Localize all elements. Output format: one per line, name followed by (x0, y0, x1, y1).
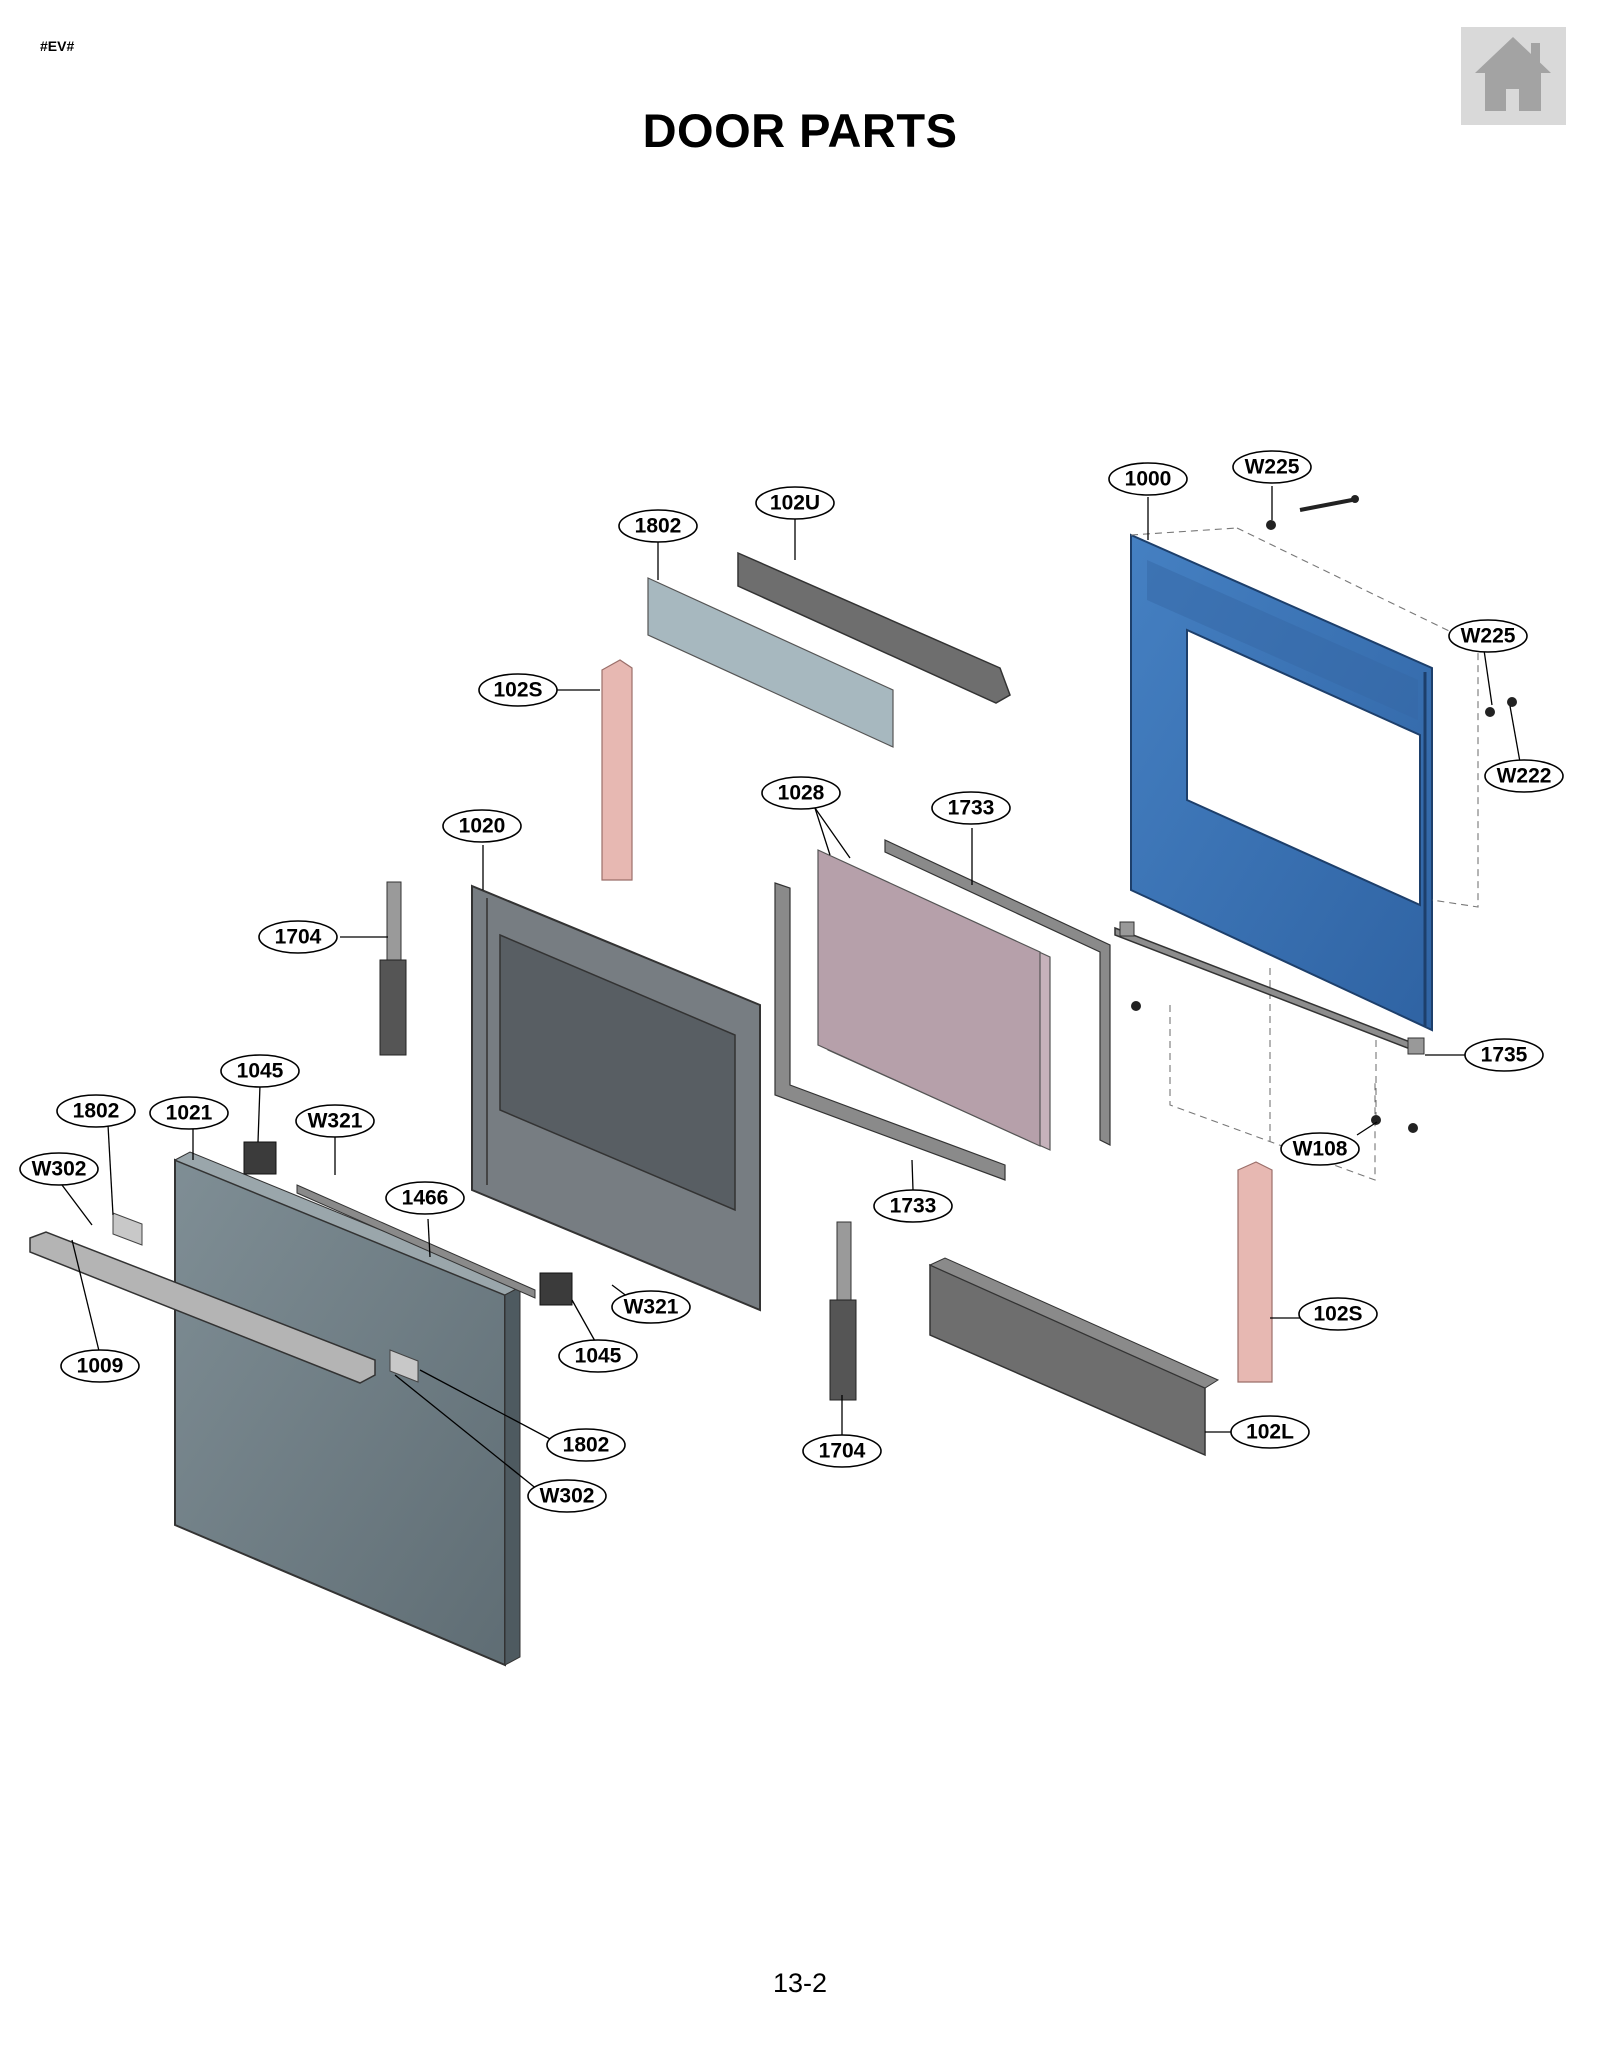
callout-1802-right: 1802 (546, 1428, 626, 1462)
callout-w302-right: W302 (527, 1479, 607, 1513)
clip-lower (539, 1272, 573, 1306)
callout-1802-upper: 1802 (618, 509, 698, 543)
glass-gasket-lower (774, 882, 1006, 1181)
svg-text:W302: W302 (540, 1485, 595, 1508)
upper-insulation-bar (737, 551, 1011, 704)
svg-text:1802: 1802 (635, 515, 682, 538)
svg-text:1020: 1020 (459, 815, 506, 838)
svg-text:1704: 1704 (819, 1440, 866, 1463)
callout-w321-lower: W321 (611, 1290, 691, 1324)
hinge-left (379, 881, 407, 1056)
callout-1704-right: 1704 (802, 1434, 882, 1468)
svg-text:102S: 102S (493, 679, 542, 702)
callout-1704-left: 1704 (258, 920, 338, 954)
callout-1733-lower: 1733 (873, 1189, 953, 1223)
callout-1020: 1020 (442, 809, 522, 843)
frame-dashed-outline (1130, 527, 1479, 1181)
page-number: 13-2 (772, 1968, 828, 1998)
glass-pane (817, 849, 1051, 1151)
svg-text:1802: 1802 (73, 1100, 120, 1123)
callout-w108: W108 (1280, 1132, 1360, 1166)
callout-1466: 1466 (385, 1181, 465, 1215)
svg-text:1733: 1733 (890, 1195, 937, 1218)
home-icon (1475, 37, 1551, 111)
svg-text:W302: W302 (32, 1158, 87, 1181)
lower-insulation-block (928, 1257, 1220, 1457)
door-bracket (1114, 921, 1425, 1055)
svg-text:1021: 1021 (166, 1102, 213, 1125)
inner-door-panel (471, 884, 761, 1312)
svg-text:1028: 1028 (778, 782, 825, 805)
upper-insulation-panel (647, 577, 894, 748)
handle-plate-left (112, 1212, 143, 1246)
svg-text:1735: 1735 (1481, 1044, 1528, 1067)
callout-w225-top: W225 (1232, 450, 1312, 484)
corner-tag: #EV# (40, 38, 75, 54)
svg-text:1009: 1009 (77, 1355, 124, 1378)
svg-text:W225: W225 (1245, 456, 1300, 479)
callout-1045-upper: 1045 (220, 1054, 300, 1088)
home-button[interactable] (1461, 27, 1566, 125)
handle-plate-right (389, 1349, 419, 1383)
svg-text:102S: 102S (1313, 1303, 1362, 1326)
svg-text:W321: W321 (308, 1110, 363, 1133)
side-insulation-upper (601, 659, 633, 881)
callout-1021: 1021 (149, 1096, 229, 1130)
svg-text:102U: 102U (770, 492, 820, 515)
clip-upper (243, 1141, 277, 1175)
trim-strip (296, 1184, 536, 1299)
callout-102s-lower: 102S (1298, 1297, 1378, 1331)
callout-1733-upper: 1733 (931, 791, 1011, 825)
svg-text:1733: 1733 (948, 797, 995, 820)
inner-door-frame (1130, 533, 1433, 1032)
callout-w225-right: W225 (1448, 619, 1528, 653)
svg-text:1466: 1466 (402, 1187, 449, 1210)
svg-text:1045: 1045 (575, 1345, 622, 1368)
svg-text:1704: 1704 (275, 926, 322, 949)
callout-102u: 102U (755, 486, 835, 520)
glass-gasket-upper (884, 839, 1111, 1146)
callout-w302-left: W302 (19, 1152, 99, 1186)
svg-text:1802: 1802 (563, 1434, 610, 1457)
callout-1802-left: 1802 (56, 1094, 136, 1128)
leader-lines (61, 486, 1521, 1491)
svg-text:102L: 102L (1246, 1421, 1294, 1444)
page-title: DOOR PARTS (642, 104, 958, 157)
callout-1045-lower: 1045 (558, 1339, 638, 1373)
callout-1028: 1028 (761, 776, 841, 810)
callout-1009: 1009 (60, 1349, 140, 1383)
callout-1735: 1735 (1464, 1038, 1544, 1072)
callout-w321-upper: W321 (295, 1104, 375, 1138)
svg-text:W108: W108 (1293, 1138, 1348, 1161)
screw-parts (1131, 495, 1517, 1133)
svg-text:1045: 1045 (237, 1060, 284, 1083)
callout-102l: 102L (1230, 1415, 1310, 1449)
outer-door-panel (173, 1151, 522, 1667)
side-insulation-lower (1237, 1161, 1273, 1383)
callout-w222: W222 (1484, 759, 1564, 793)
callout-1000: 1000 (1108, 462, 1188, 496)
door-handle (29, 1231, 376, 1384)
svg-text:W222: W222 (1497, 765, 1552, 788)
svg-text:1000: 1000 (1125, 468, 1172, 491)
callout-102s-upper: 102S (478, 673, 558, 707)
hinge-right (829, 1221, 857, 1401)
svg-text:W321: W321 (624, 1296, 679, 1319)
svg-text:W225: W225 (1461, 625, 1516, 648)
